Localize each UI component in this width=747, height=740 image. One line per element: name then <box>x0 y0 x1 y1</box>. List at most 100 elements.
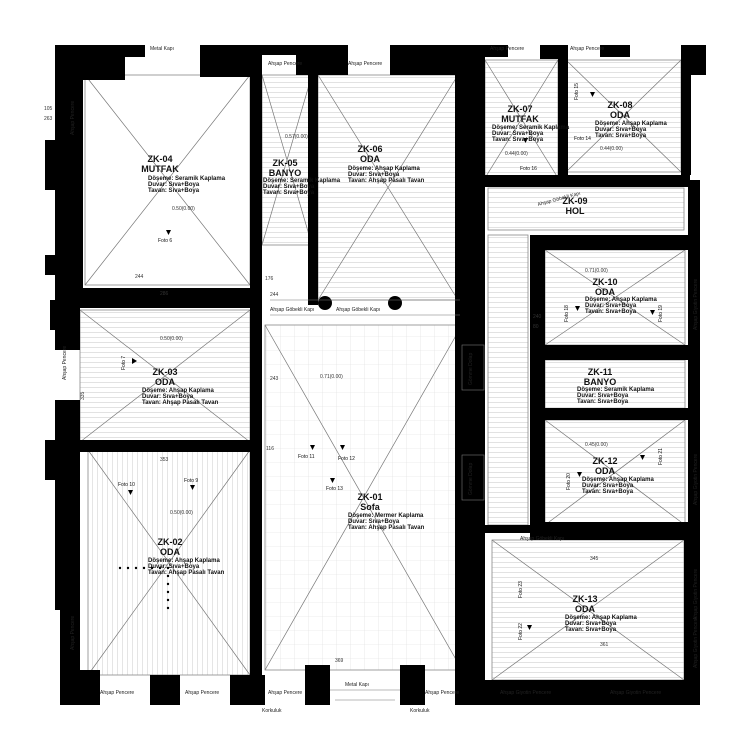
room-zk-08: ZK-08 ODA Döşeme: Ahşap Kaplama Duvar: S… <box>595 100 667 152</box>
room-code: ZK-13 <box>572 594 597 604</box>
window-label: Ahşap Giyotin Pencere <box>610 690 661 696</box>
foto-label: Foto 11 <box>298 454 315 460</box>
room-spec: Tavan: Sıva+Boya <box>585 309 637 315</box>
foto-label: Foto 14 <box>574 136 591 142</box>
level-mark: 0.50(0.00) <box>160 336 183 342</box>
room-name: ODA <box>610 110 631 120</box>
dimension: 176 <box>265 276 274 282</box>
foto-label: Foto 9 <box>184 478 198 484</box>
room-name: BANYO <box>584 377 617 387</box>
window-label: Ahşap Pencere <box>70 101 76 135</box>
foto-markers <box>128 92 655 630</box>
room-spec: Tavan: Ahşap Pasalı Tavan <box>348 178 425 184</box>
room-spec: Tavan: Sıva+Boya <box>148 188 200 194</box>
dimension: 105 <box>44 106 53 112</box>
dimension: 243 <box>270 376 279 382</box>
dimension: 369 <box>335 658 344 664</box>
dotted-guides <box>118 566 170 610</box>
dimension: 244 <box>135 274 144 280</box>
dimension: 335 <box>80 391 86 400</box>
foto-label: Foto 15 <box>574 83 580 100</box>
window-label: Ahşap Pencere <box>268 61 302 67</box>
room-code: ZK-12 <box>592 456 617 466</box>
dimension: 80 <box>533 324 539 330</box>
diagonal-lines <box>79 59 686 681</box>
room-name: ODA <box>595 287 616 297</box>
window-label: Ahşap Pencere <box>425 690 459 696</box>
cabinet-label: Gömme Dolap <box>468 353 474 385</box>
room-spec: Duvar: Sıva+Boya <box>595 127 647 133</box>
foto-label: Foto 12 <box>338 456 355 462</box>
room-spec: Döşeme: Seramik Kaplama <box>492 125 570 131</box>
room-spec: Tavan: Sıva+Boya <box>565 627 617 633</box>
room-spec: Duvar: Sıva+Boya <box>492 131 544 137</box>
room-spec: Döşeme: Seramik Kaplama <box>148 176 226 182</box>
dimension: 244 <box>270 292 279 298</box>
foto-label: Foto 6 <box>158 238 172 244</box>
dimension: 361 <box>600 642 609 648</box>
room-spec: Tavan: Ahşap Pasalı Tavan <box>142 400 219 406</box>
foto-label: Foto 21 <box>658 448 664 465</box>
room-spec: Döşeme: Ahşap Kaplama <box>582 477 654 483</box>
room-code: ZK-03 <box>152 367 177 377</box>
room-code: ZK-01 <box>357 492 382 502</box>
window-label: Ahşap Giyotin Pencere <box>693 454 699 505</box>
room-name: MUTFAK <box>501 114 539 124</box>
room-spec: Döşeme: Ahşap Kaplama <box>142 388 214 394</box>
window-label: Ahşap Pencere <box>570 46 604 52</box>
room-spec: Duvar: Sıva+Boya <box>585 303 637 309</box>
dimension: 345 <box>590 556 599 562</box>
room-name: ODA <box>155 377 176 387</box>
room-code: ZK-10 <box>592 277 617 287</box>
window-label: Ahşap Pencere <box>100 690 134 696</box>
room-code: ZK-02 <box>157 537 182 547</box>
walls <box>45 45 706 705</box>
window-label: Ahşap Giyotin Pencere <box>693 617 699 668</box>
dimension: 263 <box>44 116 53 122</box>
room-spec: Duvar: Sıva+Boya <box>348 519 400 525</box>
room-code: ZK-07 <box>507 104 532 114</box>
foto-label: Foto 7 <box>121 356 127 370</box>
level-mark: 0.50(0.00) <box>172 206 195 212</box>
room-spec: Döşeme: Seramik Kaplama <box>577 387 655 393</box>
room-name: ODA <box>360 154 381 164</box>
door-label: Ahşap Göbekli Kapı <box>336 307 380 313</box>
room-spec: Tavan: Sıva+Boya <box>263 190 315 196</box>
room-spec: Duvar: Sıva+Boya <box>263 184 315 190</box>
room-code: ZK-06 <box>357 144 382 154</box>
room-spec: Duvar: Sıva+Boya <box>148 564 200 570</box>
foto-label: Foto 13 <box>326 486 343 492</box>
room-name: ODA <box>595 466 616 476</box>
room-zk-04: ZK-04 MUTFAK Döşeme: Seramik Kaplama Duv… <box>141 154 225 212</box>
room-zk-05: ZK-05 BANYO Döşeme: Seramik Kaplama Duva… <box>263 134 341 196</box>
foto-label: Foto 22 <box>518 623 524 640</box>
window-label: Ahşap Pencere <box>62 346 68 380</box>
railing-label: Korkuluk <box>410 708 430 714</box>
window-label: Ahşap Pencere <box>268 690 302 696</box>
cabinet-label: Gömme Dolap <box>468 463 474 495</box>
level-mark: 0.45(0.00) <box>585 442 608 448</box>
window-label: Ahşap Giyotin Pencere <box>693 279 699 330</box>
dimension: 240 <box>533 314 542 320</box>
room-zk-10: ZK-10 ODA Döşeme: Ahşap Kaplama Duvar: S… <box>585 268 657 315</box>
level-mark: 0.44(0.00) <box>600 146 623 152</box>
room-spec: Döşeme: Ahşap Kaplama <box>348 166 420 172</box>
level-mark: 0.50(0.00) <box>170 510 193 516</box>
railing-label: Korkuluk <box>262 708 282 714</box>
foto-label: Foto 10 <box>118 482 135 488</box>
room-name: ODA <box>160 547 181 557</box>
level-mark: 0.57(0.00) <box>285 134 308 140</box>
foto-labels: Foto 6 Foto 7 Foto 9 Foto 10 Foto 11 Fot… <box>118 83 664 640</box>
room-zk-02: ZK-02 ODA Döşeme: Ahşap Kaplama Duvar: S… <box>148 510 225 576</box>
room-spec: Tavan: Sıva+Boya <box>582 489 634 495</box>
opening-labels: Metal Kapı Ahşap Pencere Ahşap Pencere A… <box>62 46 699 714</box>
dimension: 116 <box>266 446 274 452</box>
room-code: ZK-09 <box>562 196 587 206</box>
level-mark: 0.44(0.00) <box>505 151 528 157</box>
room-spec: Döşeme: Ahşap Kaplama <box>585 297 657 303</box>
door-label: Metal Kapı <box>345 682 369 688</box>
room-code: ZK-11 <box>588 367 613 377</box>
room-spec: Tavan: Sıva+Boya <box>492 137 544 143</box>
room-spec: Döşeme: Seramik Kaplama <box>263 178 341 184</box>
